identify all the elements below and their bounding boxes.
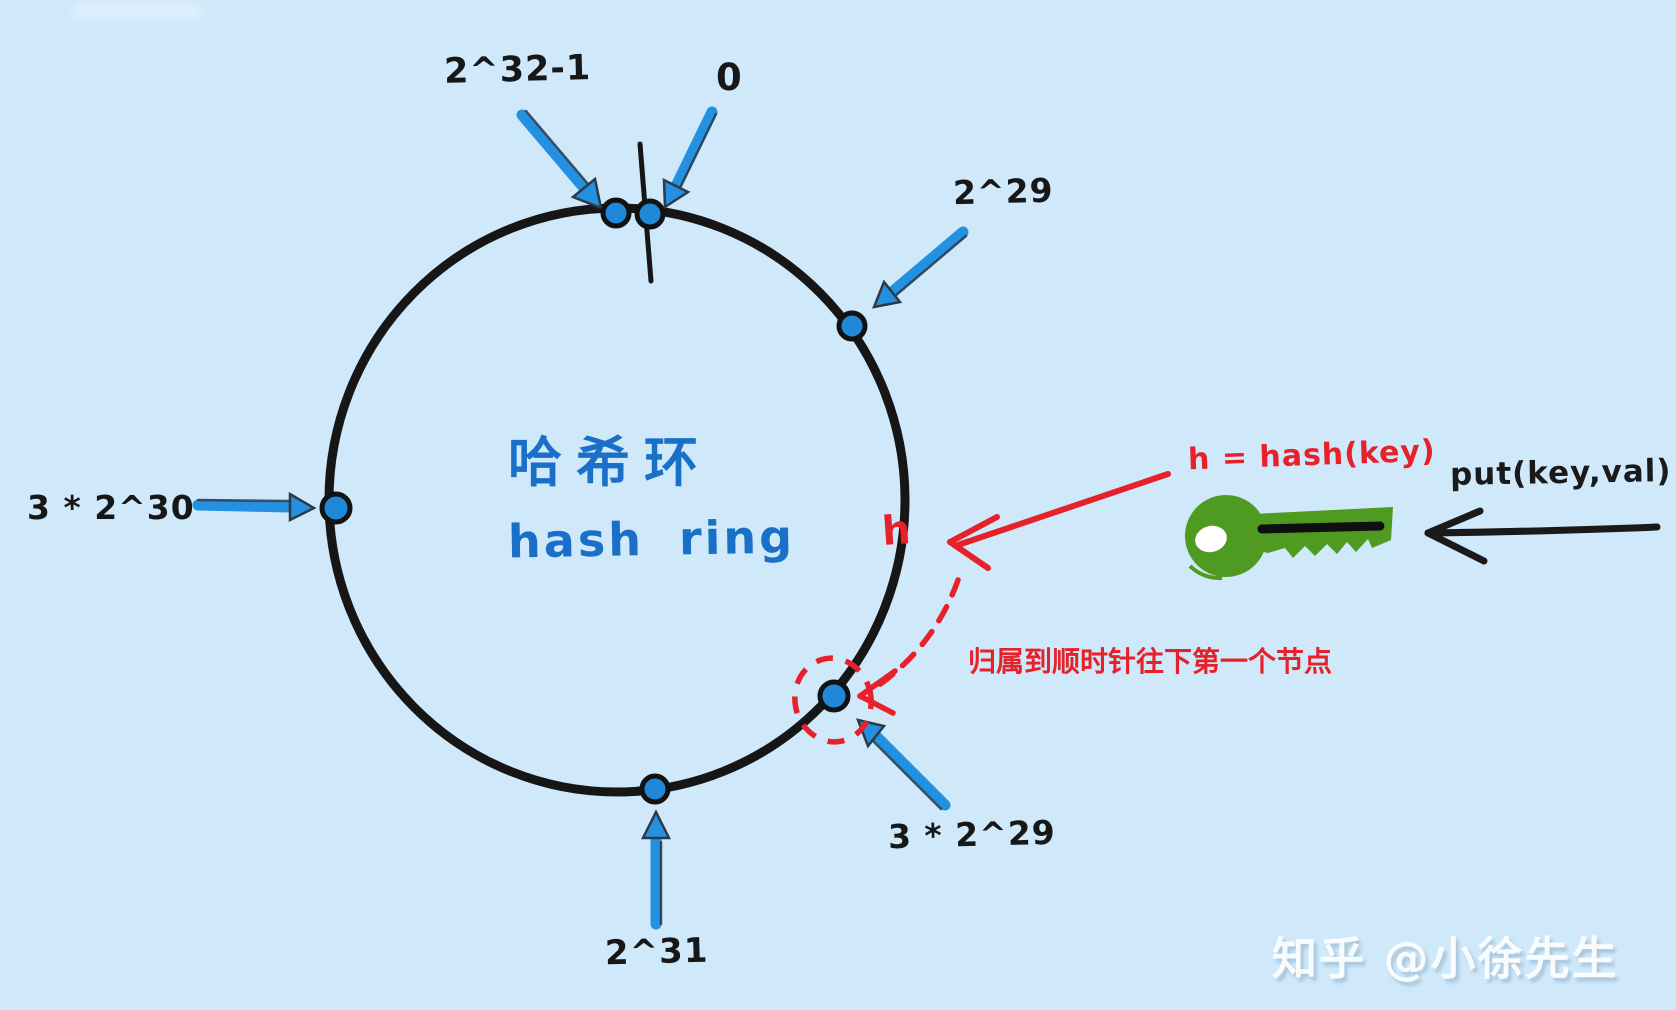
arrow-0-icon [662, 106, 718, 210]
label-0: 0 [716, 56, 743, 99]
label-2-31: 2^31 [604, 930, 709, 974]
red-hash-arrow-icon [947, 471, 1171, 571]
ring-node-dots [319, 197, 868, 805]
node-dot-2-29 [836, 310, 868, 342]
label-2-32-1: 2^32-1 [443, 48, 592, 92]
arrow-2-31-icon [640, 809, 672, 930]
faint-watermark-smudge [72, 4, 202, 18]
arrow-3-2-30-icon [192, 491, 317, 523]
arrow-2-29-icon [871, 226, 969, 309]
node-dot-0 [634, 198, 666, 230]
node-dot-3-2-30 [319, 491, 353, 525]
put-arrow-icon [1424, 507, 1661, 565]
key-hole [1195, 525, 1227, 553]
dashed-highlight-circle-icon [792, 655, 874, 745]
key-shaft [1253, 507, 1393, 558]
node-dot-3-2-29 [817, 679, 851, 713]
hash-point-label: h [880, 507, 913, 555]
key-sketch-stroke [1188, 564, 1223, 581]
arrow-2-32-1-icon [516, 109, 603, 211]
ring-title-en: hash ring [507, 509, 796, 569]
key-icon [1185, 495, 1393, 581]
label-3-2-30: 3 * 2^30 [27, 488, 195, 527]
node-dot-2-31 [639, 773, 671, 805]
ring-title-zh: 哈希环 [508, 431, 712, 494]
red-dashed-mapping-arrow-icon [857, 577, 961, 716]
key-slot-line [1257, 521, 1385, 534]
watermark-text: 知乎 @小徐先生 [1272, 932, 1619, 985]
label-3-2-29: 3 * 2^29 [887, 812, 1057, 857]
node-dot-2-32-1 [600, 197, 632, 229]
put-call-label: put(key,val) [1449, 453, 1672, 493]
label-2-29: 2^29 [952, 170, 1055, 213]
arrow-3-2-29-icon [855, 718, 951, 811]
hash-ring-circle-icon [324, 203, 910, 797]
clockwise-note-label: 归属到顺时针往下第一个节点 [968, 645, 1333, 678]
